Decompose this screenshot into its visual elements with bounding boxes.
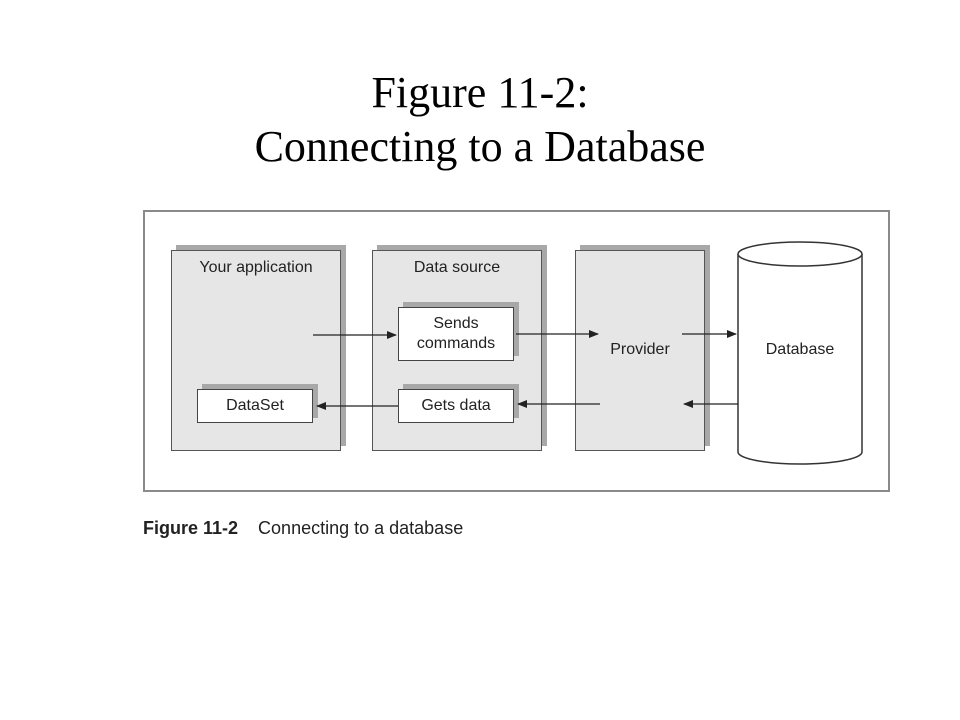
your-application-label: Your application — [199, 259, 313, 276]
sends-commands-label-line-2: commands — [416, 335, 496, 352]
provider-label: Provider — [610, 341, 670, 358]
database-label: Database — [765, 341, 835, 358]
slide-title-line-2: Connecting to a Database — [254, 122, 706, 171]
slide-title-line-1: Figure 11-2: — [371, 68, 589, 117]
gets-data-box: Gets data — [398, 389, 514, 423]
sends-commands-box: Sends commands — [398, 307, 514, 361]
caption-figure-number: Figure 11-2 — [143, 518, 239, 538]
data-source-label: Data source — [413, 259, 501, 276]
caption-text: Connecting to a database — [258, 518, 464, 538]
database-cylinder — [737, 241, 863, 465]
sends-commands-label-line-1: Sends — [433, 315, 479, 332]
dataset-label: DataSet — [226, 397, 284, 414]
provider-box — [575, 250, 705, 451]
gets-data-label: Gets data — [421, 397, 491, 414]
slide-title: Figure 11-2: Connecting to a Database — [0, 66, 960, 174]
figure-caption: Figure 11-2 Connecting to a database — [143, 518, 463, 539]
dataset-box: DataSet — [197, 389, 313, 423]
